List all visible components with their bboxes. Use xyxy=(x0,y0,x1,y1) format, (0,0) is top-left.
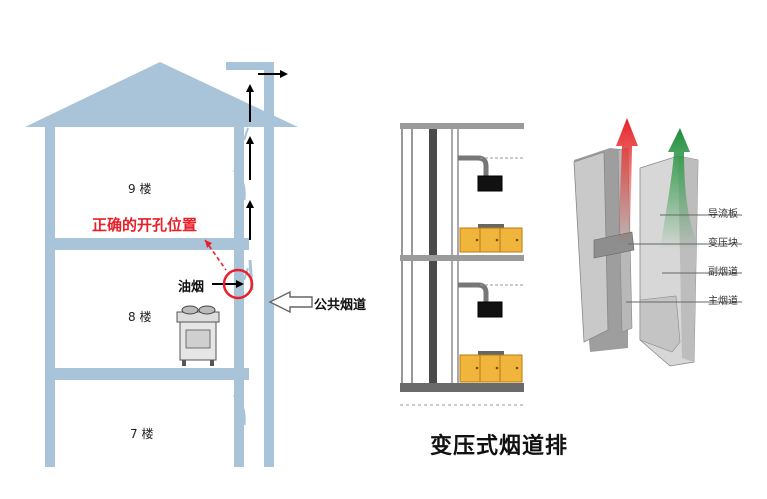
floor-label-8: 8 楼 xyxy=(128,310,152,324)
floor-label-7: 7 楼 xyxy=(130,427,154,441)
flow-arrow-red xyxy=(616,118,638,245)
building-section xyxy=(25,62,313,467)
floor-slab-9 xyxy=(45,238,249,250)
legend-pressure-block: 变压块 xyxy=(708,238,738,249)
pointer-line xyxy=(204,239,227,271)
shaft-pointer-arrow xyxy=(268,290,313,314)
shaft-cap xyxy=(226,62,274,70)
roof xyxy=(25,62,298,127)
stove-unit xyxy=(176,305,220,366)
correct-hole-circle xyxy=(222,268,254,300)
baffle-9 xyxy=(232,168,246,201)
smoke-label: 油烟 xyxy=(178,280,205,295)
outer-wall-left xyxy=(45,127,55,467)
diagram-title: 变压式烟道排 xyxy=(430,434,569,459)
floor-label-9: 9 楼 xyxy=(128,182,152,196)
kitchen-section xyxy=(400,123,524,406)
flow-arrow-green xyxy=(660,128,700,250)
legend-deflector: 导流板 xyxy=(708,209,738,220)
legend-sub-flue: 副烟道 xyxy=(708,267,738,278)
shaft-label: 公共烟道 xyxy=(314,298,367,313)
floor-slab-8 xyxy=(45,368,249,380)
baffle-7 xyxy=(232,393,246,426)
shaft-wall-right xyxy=(264,70,274,467)
correct-position-label: 正确的开孔位置 xyxy=(92,216,198,234)
legend-main-flue: 主烟道 xyxy=(708,296,738,307)
flue-3d-model xyxy=(573,118,742,367)
